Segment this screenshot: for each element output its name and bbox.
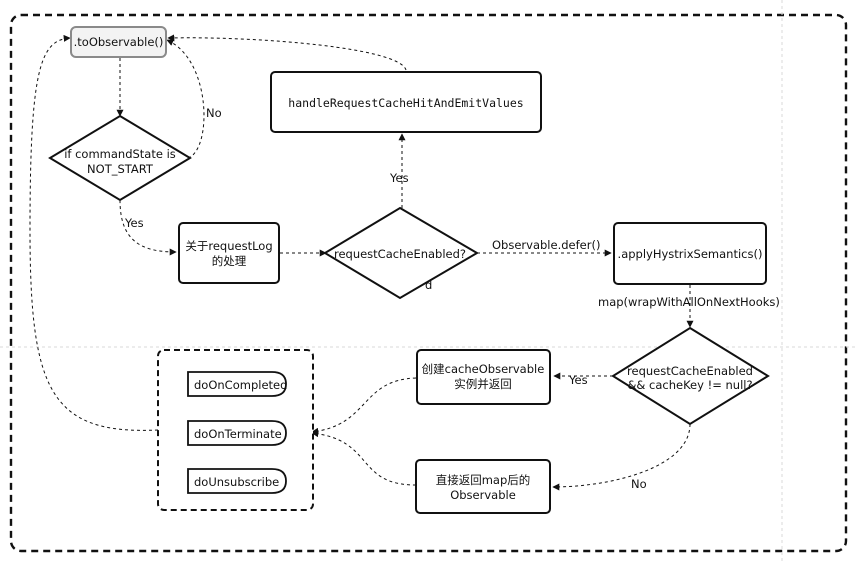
label-yes-cache: Yes — [568, 373, 588, 387]
hooks-group: doOnCompleted doOnTerminate doUnsubscrib… — [157, 349, 314, 511]
handle-cache-hit-label: handleRequestCacheHitAndEmitValues — [288, 96, 523, 110]
node-create-cache-observable: 创建cacheObservable 实例并返回 — [416, 349, 551, 405]
cache-key-check-line1: requestCacheEnabled — [627, 364, 753, 378]
hook-do-on-completed: doOnCompleted — [187, 371, 287, 397]
return-map-line2: Observable — [450, 488, 516, 502]
request-log-line2: 的处理 — [212, 254, 247, 268]
node-apply-hystrix: .applyHystrixSemantics() — [613, 222, 767, 285]
edge-returnmap-to-hooks — [311, 430, 417, 486]
hook-do-on-terminate: doOnTerminate — [187, 420, 287, 446]
create-cache-line2: 实例并返回 — [454, 377, 512, 391]
request-log-line1: 关于requestLog — [185, 239, 272, 253]
hook-do-on-completed-label: doOnCompleted — [194, 378, 287, 392]
edge-check-no — [166, 39, 205, 159]
label-yes-left: Yes — [124, 216, 144, 230]
node-return-map-observable: 直接返回map后的 Observable — [415, 459, 551, 514]
label-map-hooks: map(wrapWithAllOnNextHooks) — [598, 295, 780, 309]
edge-check-yes — [119, 199, 177, 256]
label-no-top: No — [206, 106, 222, 120]
hook-do-unsubscribe-label: doUnsubscribe — [194, 475, 279, 489]
hook-do-on-terminate-label: doOnTerminate — [194, 427, 282, 441]
command-state-line1: if commandState is — [64, 147, 176, 161]
edge-cachecheck-no — [552, 423, 691, 491]
label-d: d — [425, 278, 432, 292]
hook-do-unsubscribe: doUnsubscribe — [187, 468, 287, 494]
node-to-observable-label: .toObservable() — [74, 35, 164, 49]
label-no-cache: No — [631, 477, 647, 491]
node-request-cache-enabled: requestCacheEnabled? — [323, 206, 479, 300]
label-observable-defer: Observable.defer() — [492, 238, 600, 252]
apply-hystrix-label: .applyHystrixSemantics() — [618, 247, 763, 261]
node-command-state-check: if commandState is NOT_START — [48, 114, 192, 202]
node-to-observable: .toObservable() — [70, 26, 167, 58]
node-handle-cache-hit: handleRequestCacheHitAndEmitValues — [270, 71, 542, 133]
request-cache-enabled-label: requestCacheEnabled? — [334, 247, 466, 261]
command-state-line2: NOT_START — [87, 162, 154, 176]
edge-hooks-loop-back — [29, 34, 159, 431]
node-cache-key-check: requestCacheEnabled && cacheKey != null? — [611, 326, 770, 426]
cache-key-check-line2: && cacheKey != null? — [627, 378, 752, 392]
edge-handlecache-to-toobservable — [167, 34, 407, 71]
node-request-log: 关于requestLog 的处理 — [178, 222, 280, 284]
outer-frame — [9, 13, 848, 553]
label-yes-up: Yes — [389, 171, 409, 185]
return-map-line1: 直接返回map后的 — [436, 473, 531, 487]
create-cache-line1: 创建cacheObservable — [422, 362, 545, 376]
edge-createcache-to-hooks — [311, 377, 417, 435]
